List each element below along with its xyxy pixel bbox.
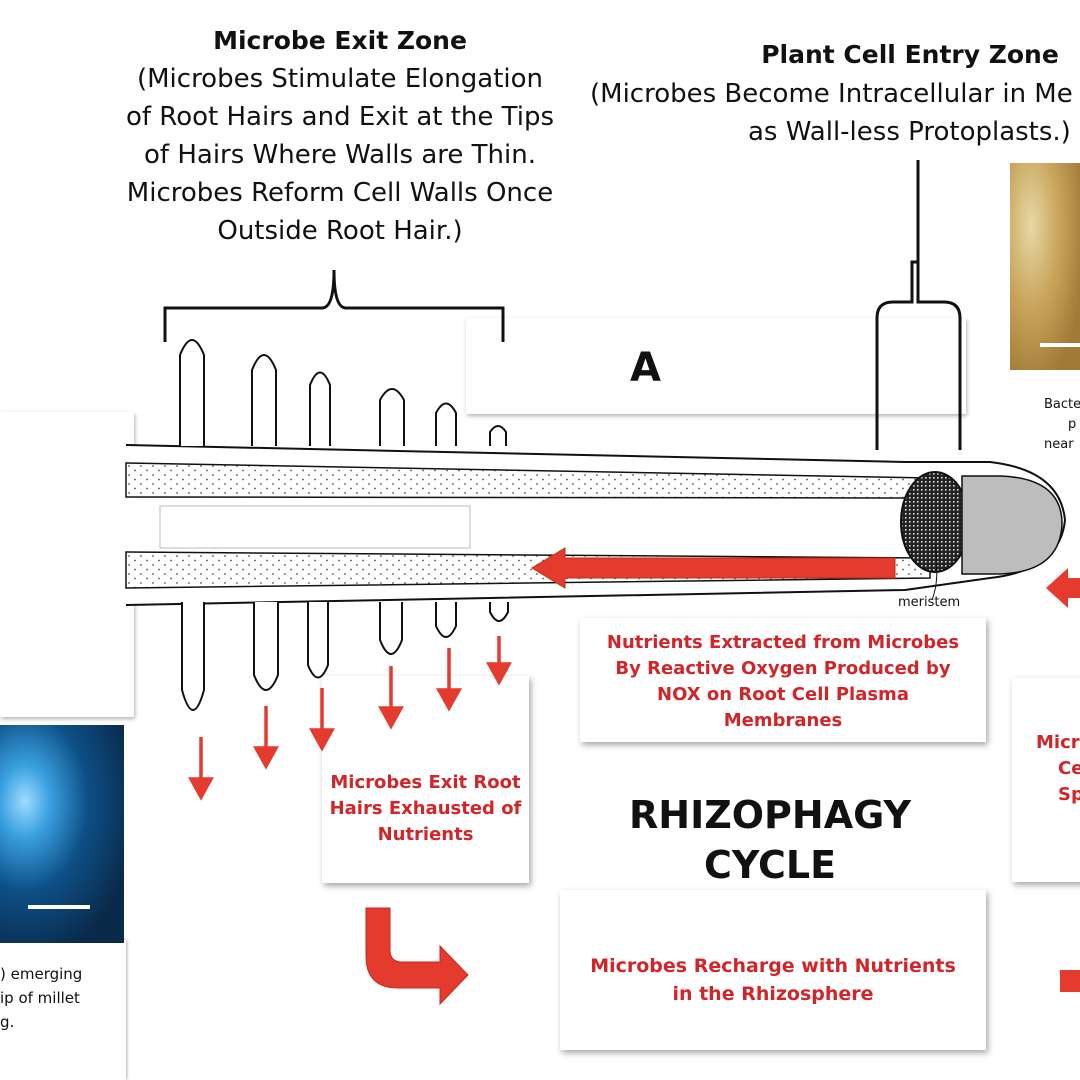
box-line: Microbes Exit Root (330, 772, 521, 793)
box-line: NOX on Root Cell Plasma (657, 684, 909, 705)
recharge-box: Microbes Recharge with Nutrients in the … (560, 890, 986, 1050)
entry-zone-description: (Microbes Become Intracellular in Me as … (590, 75, 1080, 151)
box-line: Membranes (723, 710, 843, 731)
description-line: of Hairs Where Walls are Thin. (144, 140, 536, 170)
exit-zone-description: (Microbes Stimulate Elongation of Root H… (100, 60, 580, 250)
description-line: (Microbes Become Intracellular in Me (590, 79, 1073, 109)
exit-hairs-box: Microbes Exit Root Hairs Exhausted of Nu… (322, 676, 529, 883)
exit-zone-bracket (163, 269, 505, 342)
cycle-title: RHIZOPHAGY CYCLE (580, 790, 960, 890)
caption-line: g. (0, 1013, 15, 1031)
caption-line: p (1068, 417, 1077, 432)
cycle-title-line: CYCLE (703, 843, 837, 887)
entry-zone-bracket (875, 160, 962, 450)
scale-bar (28, 905, 90, 909)
description-line: Outside Root Hair.) (217, 216, 463, 246)
caption-line: ip of millet (0, 989, 80, 1007)
box-line: Microbes Recharge with Nutrients (590, 955, 956, 977)
meristem-region (900, 471, 970, 573)
caption-line: near (1044, 437, 1074, 452)
incoming-arrow (1046, 568, 1080, 608)
upper-root-hairs (179, 339, 507, 446)
scale-bar (1040, 343, 1080, 347)
left-caption: ) emerging ip of millet g. (0, 962, 124, 1034)
meristem-pointer (931, 544, 938, 601)
left-caption-panel (0, 940, 126, 1080)
left-side-panel (0, 412, 134, 717)
root-cap (961, 475, 1063, 575)
caption-line: ) emerging (0, 965, 83, 983)
lower-root-hairs (181, 602, 509, 711)
box-line: Nutrients Extracted from Microbes (606, 632, 960, 653)
caption-line: Bacte (1044, 397, 1080, 412)
cycle-title-line: RHIZOPHAGY (629, 793, 911, 837)
box-line: Sp (1058, 784, 1080, 805)
partial-arrow-bar (1060, 970, 1080, 992)
description-line: of Root Hairs and Exit at the Tips (125, 102, 555, 132)
box-line: in the Rhizosphere (672, 983, 874, 1005)
label-panel (466, 318, 966, 414)
box-line: By Reactive Oxygen Produced by (615, 658, 951, 679)
box-line: Nutrients (377, 824, 474, 845)
stele (159, 505, 471, 549)
right-caption: Bacte p near (1044, 395, 1080, 455)
light-micrograph-image (1010, 163, 1080, 370)
exit-arrows (188, 636, 512, 801)
entry-zone-title: Plant Cell Entry Zone (761, 40, 1059, 69)
panel-label: A (630, 345, 661, 391)
meristem-label: meristem (898, 595, 961, 610)
description-line: as Wall-less Protoplasts.) (748, 117, 1071, 147)
box-line: Micro (1036, 732, 1080, 753)
nutrients-extracted-box: Nutrients Extracted from Microbes By Rea… (580, 618, 986, 742)
description-line: Microbes Reform Cell Walls Once (126, 178, 554, 208)
description-line: (Microbes Stimulate Elongation (136, 64, 544, 94)
fluorescence-micrograph-image (0, 725, 124, 943)
nutrient-flow-arrow (531, 547, 896, 589)
exit-zone-title: Microbe Exit Zone (213, 26, 467, 55)
box-line: Ce (1058, 758, 1080, 779)
recharge-turn-arrow (365, 907, 469, 1006)
right-partial-box: Micro Ce Sp (1012, 678, 1080, 882)
box-line: Hairs Exhausted of (329, 798, 522, 819)
